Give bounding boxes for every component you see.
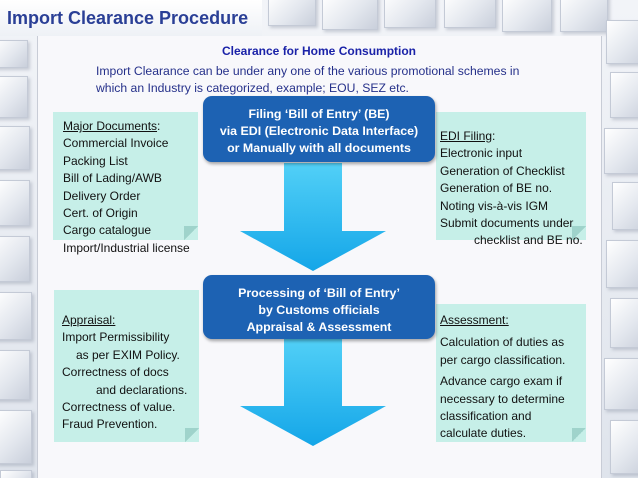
page-curl [572, 226, 586, 240]
appraisal-heading: Appraisal: [62, 313, 116, 327]
list-item: Submit documents under [440, 216, 574, 231]
list-item: classification and [440, 409, 532, 424]
list-item: Delivery Order [63, 188, 141, 203]
list-item: Correctness of value. [62, 400, 176, 415]
list-item: Generation of Checklist [440, 163, 565, 178]
page-curl [185, 428, 199, 442]
subtitle: Clearance for Home Consumption [221, 44, 417, 58]
intro-line: which an Industry is categorized, exampl… [96, 81, 409, 95]
box-line: Processing of ‘Bill of Entry’ [238, 286, 400, 300]
list-item: Cert. of Origin [63, 206, 138, 221]
list-item: Bill of Lading/AWB [63, 171, 162, 186]
title-bar: Import Clearance Procedure [0, 0, 262, 36]
list-item: Packing List [63, 153, 128, 168]
page-curl [572, 428, 586, 442]
list-item: Advance cargo exam if [440, 374, 563, 389]
major-documents-note: Major Documents: Commercial Invoice Pack… [53, 112, 198, 255]
list-item: checklist and BE no. [474, 233, 583, 248]
list-item: Import Permissibility [62, 330, 170, 345]
box-line: Appraisal & Assessment [246, 320, 392, 334]
list-item: and declarations. [96, 382, 188, 397]
filing-bill-of-entry-box: Filing ‘Bill of Entry’ (BE) via EDI (Ele… [203, 96, 435, 162]
list-item: Correctness of docs [62, 365, 169, 380]
list-item: necessary to determine [440, 391, 565, 406]
edi-filing-note: EDI Filing: Electronic input Generation … [436, 112, 586, 247]
list-item: calculate duties. [440, 426, 527, 441]
list-item: Import/Industrial license [63, 240, 190, 255]
box-line: via EDI (Electronic Data Interface) [219, 124, 419, 138]
list-item: Fraud Prevention. [62, 417, 158, 432]
list-item: per cargo classification. [440, 352, 566, 367]
page-title: Import Clearance Procedure [7, 8, 249, 28]
page-curl [184, 226, 198, 240]
intro-line: Import Clearance can be under any one of… [96, 64, 520, 78]
list-item: as per EXIM Policy. [76, 347, 180, 362]
appraisal-note: Appraisal: Import Permissibility as per … [54, 290, 199, 442]
box-line: or Manually with all documents [227, 141, 411, 155]
list-item: Noting vis-à-vis IGM [440, 198, 549, 213]
list-item: Cargo catalogue [63, 223, 152, 238]
assessment-heading: Assessment: [440, 313, 509, 327]
edi-filing-heading: EDI Filing: [440, 129, 496, 143]
intro-text: Import Clearance can be under any one of… [96, 63, 576, 97]
box-line: by Customs officials [258, 303, 380, 317]
processing-bill-of-entry-box: Processing of ‘Bill of Entry’ by Customs… [203, 275, 435, 339]
down-arrow-2 [240, 338, 386, 446]
box-line: Filing ‘Bill of Entry’ (BE) [248, 107, 390, 121]
list-item: Electronic input [440, 146, 523, 161]
list-item: Generation of BE no. [440, 181, 553, 196]
assessment-note: Assessment: Calculation of duties as per… [436, 304, 586, 442]
down-arrow-1 [240, 163, 386, 271]
list-item: Commercial Invoice [63, 136, 169, 151]
list-item: Calculation of duties as [440, 335, 565, 350]
major-documents-heading: Major Documents: [63, 119, 161, 133]
